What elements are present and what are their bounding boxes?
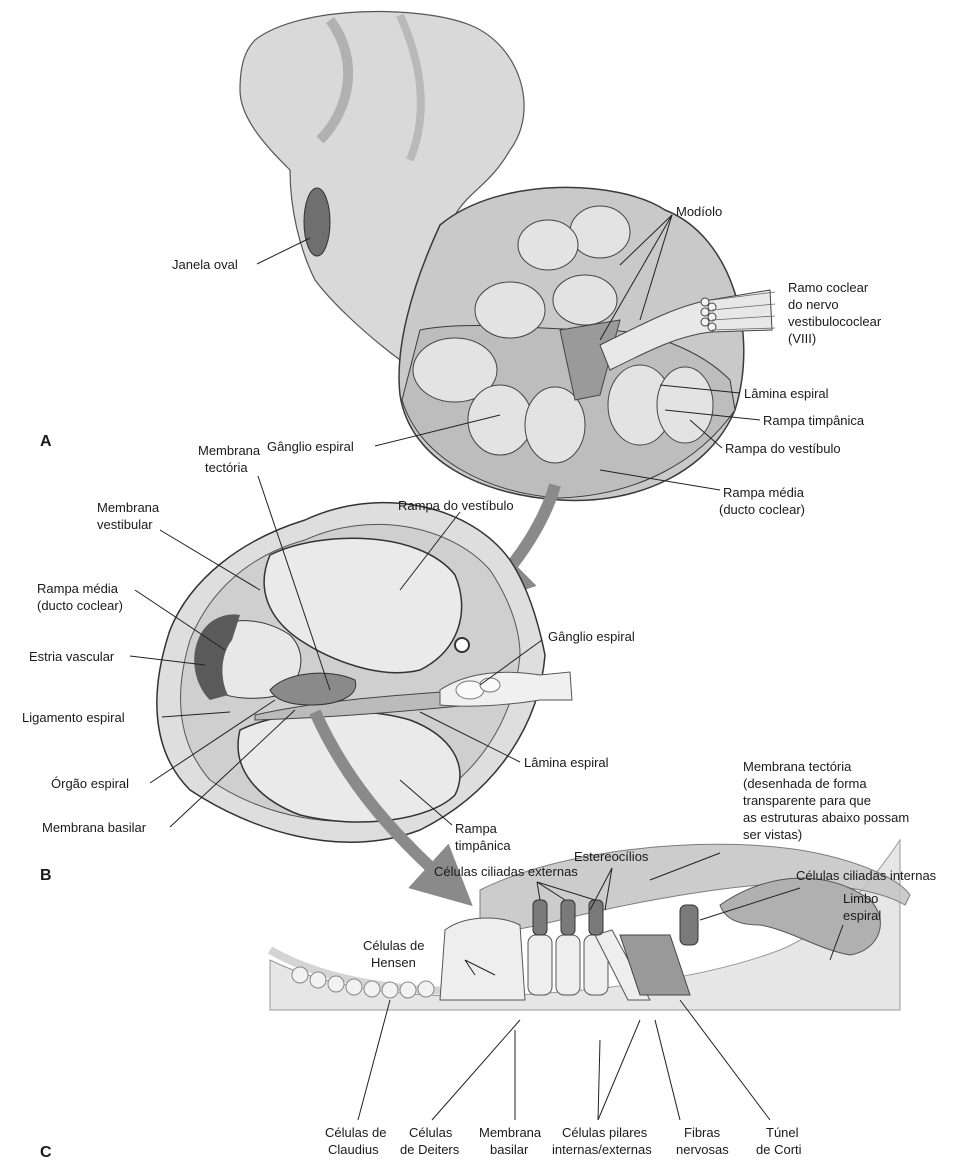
- panel-a-letter: A: [40, 433, 52, 450]
- label-c-celulas-pilares-2: internas/externas: [552, 1142, 652, 1157]
- label-a-rampa-media-1: Rampa média: [723, 485, 805, 500]
- label-a-rampa-vestibulo: Rampa do vestíbulo: [725, 441, 841, 456]
- panel-c-drawing: [270, 840, 910, 1010]
- label-b-ganglio-espiral: Gânglio espiral: [548, 629, 635, 644]
- label-c-membrana-tectoria-1: Membrana tectória: [743, 759, 852, 774]
- label-b-rampa-media-2: (ducto coclear): [37, 598, 123, 613]
- label-b-estria-vascular: Estria vascular: [29, 649, 115, 664]
- label-c-celulas-pilares-1: Células pilares: [562, 1125, 648, 1140]
- label-c-celulas-deiters-1: Células: [409, 1125, 453, 1140]
- label-c-celulas-ciliadas-internas: Células ciliadas internas: [796, 868, 937, 883]
- label-c-celulas-hensen-1: Células de: [363, 938, 424, 953]
- label-c-celulas-deiters-2: de Deiters: [400, 1142, 460, 1157]
- label-b-membrana-tectoria-1: Membrana: [198, 443, 261, 458]
- label-c-tunel-corti-1: Túnel: [766, 1125, 799, 1140]
- panel-c-letter: C: [40, 1144, 52, 1161]
- label-c-fibras-nervosas-2: nervosas: [676, 1142, 729, 1157]
- label-ramo-coclear-2: do nervo: [788, 297, 839, 312]
- label-janela-oval: Janela oval: [172, 257, 238, 272]
- label-b-membrana-basilar: Membrana basilar: [42, 820, 147, 835]
- label-c-membrana-tectoria-3: transparente para que: [743, 793, 871, 808]
- label-a-lamina-espiral: Lâmina espiral: [744, 386, 829, 401]
- label-ramo-coclear-3: vestibulococlear: [788, 314, 882, 329]
- label-b-rampa-timpanica-1: Rampa: [455, 821, 498, 836]
- label-c-celulas-claudius-1: Células de: [325, 1125, 386, 1140]
- label-c-membrana-tectoria-2: (desenhada de forma: [743, 776, 867, 791]
- label-b-membrana-tectoria-2: tectória: [205, 460, 248, 475]
- panel-b-letter: B: [40, 867, 52, 884]
- label-b-ligamento-espiral: Ligamento espiral: [22, 710, 125, 725]
- label-c-limbo-espiral-2: espiral: [843, 908, 881, 923]
- label-ramo-coclear-1: Ramo coclear: [788, 280, 869, 295]
- label-c-membrana-tectoria-4: as estruturas abaixo possam: [743, 810, 909, 825]
- label-b-membrana-vestibular-1: Membrana: [97, 500, 160, 515]
- label-a-rampa-timpanica: Rampa timpânica: [763, 413, 865, 428]
- label-c-limbo-espiral-1: Limbo: [843, 891, 878, 906]
- label-c-membrana-basilar-2: basilar: [490, 1142, 529, 1157]
- label-c-celulas-claudius-2: Claudius: [328, 1142, 379, 1157]
- label-b-rampa-media-1: Rampa média: [37, 581, 119, 596]
- label-a-ganglio-espiral: Gânglio espiral: [267, 439, 354, 454]
- label-c-membrana-basilar-1: Membrana: [479, 1125, 542, 1140]
- label-b-lamina-espiral: Lâmina espiral: [524, 755, 609, 770]
- label-b-orgao-espiral: Órgão espiral: [51, 776, 129, 791]
- label-ramo-coclear-4: (VIII): [788, 331, 816, 346]
- panel-a-drawing: [240, 11, 775, 500]
- label-c-membrana-tectoria-5: ser vistas): [743, 827, 802, 842]
- label-modiolo: Modíolo: [676, 204, 722, 219]
- label-c-celulas-ciliadas-externas: Células ciliadas externas: [434, 864, 578, 879]
- label-c-tunel-corti-2: de Corti: [756, 1142, 802, 1157]
- label-c-fibras-nervosas-1: Fibras: [684, 1125, 721, 1140]
- label-c-celulas-hensen-2: Hensen: [371, 955, 416, 970]
- oval-window: [304, 188, 330, 256]
- label-b-rampa-vestibulo: Rampa do vestíbulo: [398, 498, 514, 513]
- label-b-rampa-timpanica-2: timpânica: [455, 838, 511, 853]
- label-c-estereocilios: Estereocílios: [574, 849, 649, 864]
- label-b-membrana-vestibular-2: vestibular: [97, 517, 153, 532]
- label-a-rampa-media-2: (ducto coclear): [719, 502, 805, 517]
